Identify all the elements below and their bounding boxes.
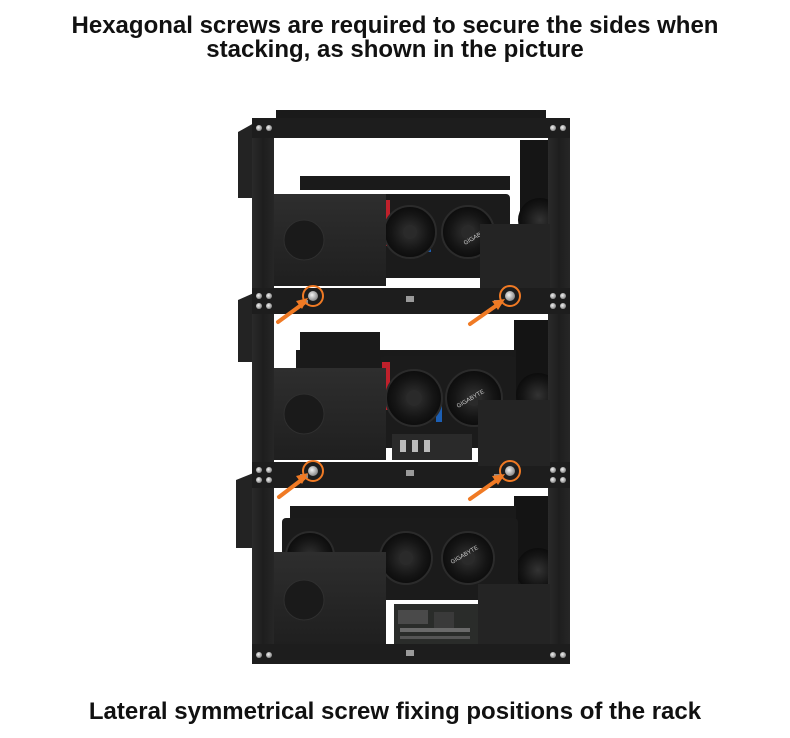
arrow-icon bbox=[296, 473, 308, 484]
psu-top bbox=[274, 194, 386, 286]
psu-bottom bbox=[274, 552, 386, 644]
caption: Lateral symmetrical screw fixing positio… bbox=[88, 698, 702, 725]
psu-middle bbox=[274, 368, 386, 460]
screw-marker-lower-left bbox=[277, 460, 324, 499]
bracket-box-top bbox=[480, 224, 550, 288]
arrow-icon bbox=[492, 299, 505, 310]
tier-bottom: GIGABYTE bbox=[274, 506, 550, 644]
headline-line-1: Hexagonal screws are required to secure … bbox=[71, 12, 719, 39]
motherboard bbox=[394, 604, 480, 644]
screw-marker-lower-right bbox=[468, 460, 521, 501]
tier-top: GIGABYTE bbox=[274, 176, 550, 288]
tier-middle: GIGABYTE bbox=[274, 332, 550, 466]
headline: Hexagonal screws are required to secure … bbox=[20, 14, 770, 62]
bracket-box-middle bbox=[478, 400, 550, 466]
bracket-box-bottom bbox=[478, 584, 550, 644]
arrow-icon bbox=[296, 298, 308, 309]
screw-marker-upper-right bbox=[468, 285, 521, 326]
screw-marker-upper-left bbox=[276, 285, 324, 324]
headline-line-2: stacking, as shown in the picture bbox=[206, 36, 584, 63]
arrow-icon bbox=[492, 474, 505, 485]
